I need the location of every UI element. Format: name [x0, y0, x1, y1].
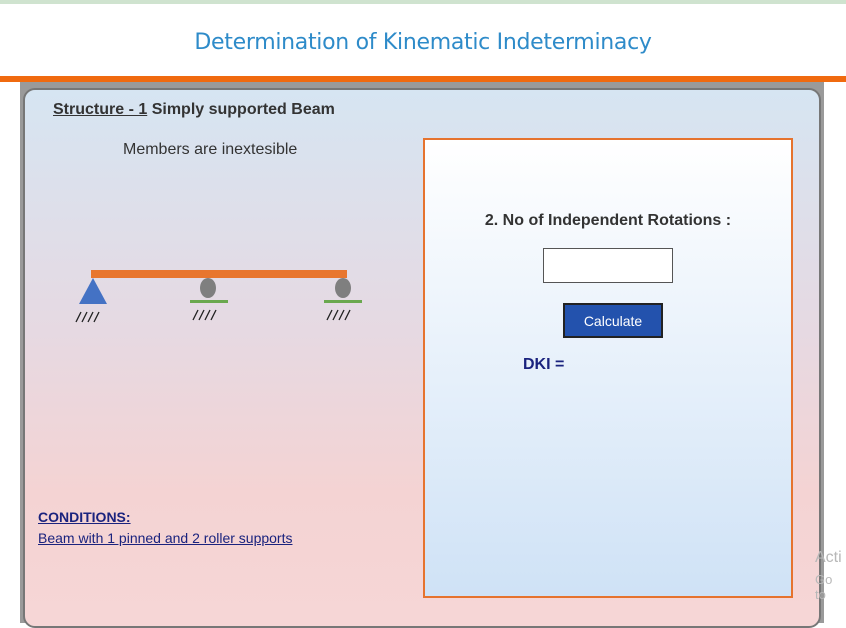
hatch-ground-icon — [75, 311, 100, 323]
dki-result: DKI = — [523, 356, 565, 373]
hatch-ground-icon — [326, 309, 351, 321]
conditions-text: Beam with 1 pinned and 2 roller supports — [38, 530, 293, 546]
beam-diagram — [75, 270, 362, 323]
structure-heading: Structure - 1 Simply supported Beam — [53, 101, 335, 119]
question-label: 2. No of Independent Rotations : — [484, 212, 732, 229]
hatch-ground-icon — [192, 309, 217, 321]
structure-number: Structure - 1 — [53, 101, 148, 118]
calculate-button[interactable]: Calculate — [563, 303, 663, 338]
calculator-panel: 2. No of Independent Rotations : Calcula… — [423, 138, 793, 598]
activation-watermark-sub: Go to — [815, 572, 833, 602]
header-divider — [0, 76, 846, 82]
roller-base — [324, 300, 362, 303]
conditions-title: CONDITIONS: — [38, 509, 131, 525]
pinned-support-icon — [79, 278, 107, 304]
activation-watermark: Acti — [815, 549, 842, 566]
top-strip — [0, 0, 846, 4]
rotations-input[interactable] — [543, 248, 673, 283]
roller-base — [190, 300, 228, 303]
roller-support-icon — [200, 278, 216, 298]
roller-support-icon — [335, 278, 351, 298]
structure-name: Simply supported Beam — [151, 101, 335, 118]
beam — [91, 270, 347, 278]
page-title: Determination of Kinematic Indeterminacy — [194, 30, 652, 55]
members-note: Members are inextesible — [123, 141, 298, 158]
